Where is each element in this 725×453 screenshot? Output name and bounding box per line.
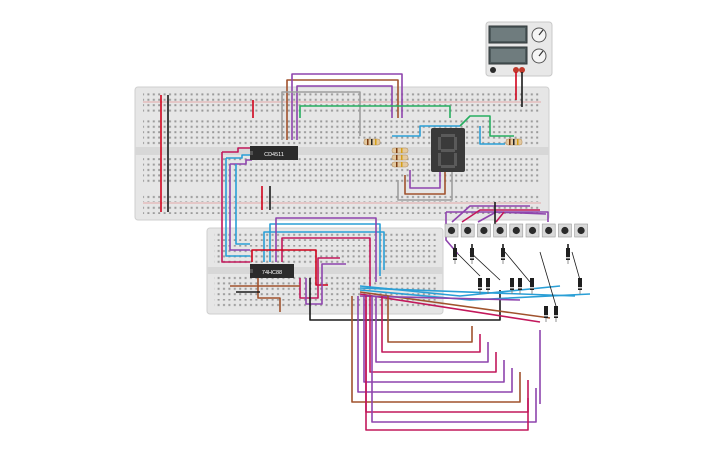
push-button[interactable]	[541, 223, 556, 238]
resistor	[363, 138, 381, 146]
push-button[interactable]	[558, 223, 572, 238]
encoder-label: 74HC88	[262, 270, 282, 276]
push-button[interactable]	[460, 223, 475, 238]
resistor	[391, 154, 409, 161]
diode[interactable]	[486, 278, 490, 294]
push-button[interactable]	[525, 223, 540, 238]
push-button[interactable]	[509, 223, 524, 238]
diode-array	[453, 248, 582, 322]
diode[interactable]	[530, 278, 534, 294]
push-button[interactable]	[444, 223, 459, 238]
diode[interactable]	[501, 248, 505, 264]
wires	[160, 72, 591, 431]
push-button-row	[444, 223, 588, 238]
diode[interactable]	[518, 278, 522, 294]
encoder-chip[interactable]: 74HC88	[250, 264, 294, 278]
diode[interactable]	[510, 278, 514, 294]
diode[interactable]	[554, 306, 558, 322]
decoder-label: CD4511	[264, 152, 284, 158]
diode[interactable]	[544, 306, 548, 322]
push-button[interactable]	[477, 223, 491, 238]
decoder-chip[interactable]: CD4511	[250, 146, 298, 160]
resistor	[505, 138, 523, 146]
diode[interactable]	[478, 278, 482, 294]
seven-segment-display[interactable]: 8	[431, 128, 481, 172]
segment-digit: 8	[480, 139, 481, 141]
diode[interactable]	[578, 278, 582, 294]
diode[interactable]	[470, 248, 474, 264]
resistors	[363, 138, 523, 168]
main-breadboard	[134, 86, 550, 221]
diode[interactable]	[566, 248, 570, 264]
diode[interactable]	[453, 248, 457, 264]
resistor	[391, 147, 409, 154]
resistor	[391, 161, 409, 168]
power-supply[interactable]	[485, 21, 553, 77]
push-button[interactable]	[574, 223, 588, 238]
push-button[interactable]	[493, 223, 507, 238]
